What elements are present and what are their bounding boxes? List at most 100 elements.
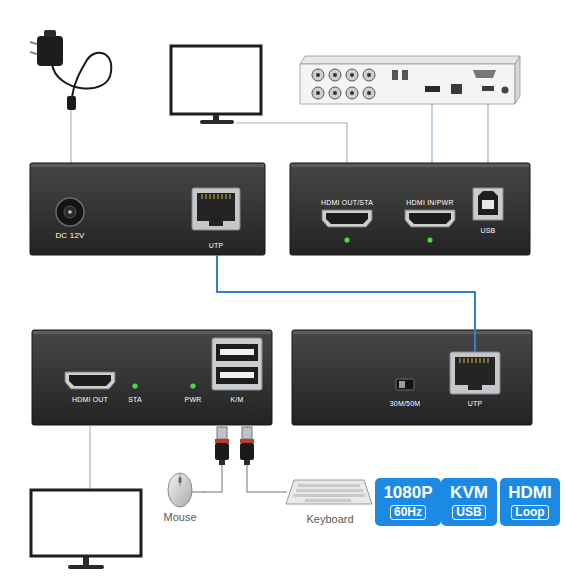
port-label: 30M/50M xyxy=(390,400,421,407)
receiver-panel: 30M/50M UTP xyxy=(292,330,532,425)
dip-switch xyxy=(396,379,414,390)
transmitter-housing xyxy=(30,163,265,255)
rj45-port xyxy=(192,188,240,230)
usb-plug xyxy=(217,427,227,439)
port-label: HDMI IN/PWR xyxy=(406,199,453,206)
hdmi-port xyxy=(326,213,368,224)
keyboard-icon xyxy=(286,480,372,504)
transmitter-panel: HDMI OUT/STAHDMI IN/PWRUSB xyxy=(290,163,530,255)
monitor xyxy=(171,46,261,124)
rj45-port xyxy=(468,385,482,390)
feature-badge: HDMI Loop xyxy=(500,478,560,526)
device-label: Keyboard xyxy=(306,513,353,525)
keyboard-icon xyxy=(293,484,365,502)
rj45-port xyxy=(450,352,500,394)
monitor xyxy=(31,490,141,556)
power-adapter xyxy=(67,96,76,110)
badge-text: KVM xyxy=(450,484,488,501)
hdmi-port xyxy=(322,210,372,227)
port-label: UTP xyxy=(468,400,483,407)
receiver-housing xyxy=(293,331,531,334)
rj45-port xyxy=(487,358,488,363)
usb-plug xyxy=(219,460,225,465)
mouse-device: Mouse xyxy=(157,470,203,524)
usb-a-port xyxy=(220,349,254,355)
transmitter-housing xyxy=(31,164,264,167)
dvr-recorder xyxy=(367,91,371,95)
dvr-recorder xyxy=(333,91,337,95)
dvr-recorder xyxy=(346,87,358,99)
cable-connector xyxy=(217,255,475,330)
device-wire xyxy=(89,426,90,490)
mouse-icon xyxy=(179,477,182,483)
rj45-port xyxy=(217,194,218,199)
badge-text: 1080P xyxy=(383,484,432,501)
network-cable xyxy=(474,330,476,352)
receiver-housing xyxy=(32,330,532,425)
usb-plug xyxy=(240,443,254,460)
badge-text: Loop xyxy=(511,505,548,520)
port-label: DC 12V xyxy=(55,232,84,240)
port-label: PWR xyxy=(185,396,202,403)
dc-jack xyxy=(56,198,84,226)
status-led xyxy=(344,237,349,242)
monitor xyxy=(68,565,104,569)
usb-a-port xyxy=(216,367,258,384)
usb-b-port xyxy=(482,200,494,209)
dvr-recorder xyxy=(333,73,337,77)
mouse-icon xyxy=(168,473,192,507)
rj45-port xyxy=(459,358,460,363)
dvr-recorder xyxy=(367,73,371,77)
hdmi-port xyxy=(409,213,451,224)
rj45-port xyxy=(479,358,480,363)
rj45-port xyxy=(209,221,223,226)
rj45-port xyxy=(463,358,464,363)
dvr-recorder xyxy=(329,87,341,99)
monitor xyxy=(200,120,234,124)
dc-jack xyxy=(64,206,76,218)
monitor xyxy=(171,46,261,114)
dvr-recorder xyxy=(329,69,341,81)
badge-text: HDMI xyxy=(508,484,551,501)
device-wire xyxy=(70,110,71,163)
keyboard-icon xyxy=(305,499,351,502)
receiver-housing xyxy=(33,331,271,334)
hdmi-port xyxy=(65,372,115,389)
feature-badge: 1080P60Hz xyxy=(375,478,441,526)
usb-plug xyxy=(244,460,250,465)
receiver-housing xyxy=(32,330,272,425)
device-label: Mouse xyxy=(163,511,196,523)
network-cable xyxy=(475,330,476,352)
power-adapter xyxy=(30,52,37,54)
port-label: HDMI OUT xyxy=(72,396,108,403)
dvr-recorder xyxy=(316,73,320,77)
rj45-port xyxy=(471,358,472,363)
hdmi-port xyxy=(65,372,115,389)
feature-badge: KVMUSB xyxy=(441,478,497,526)
hdmi-port xyxy=(405,210,455,227)
dip-switch xyxy=(396,379,414,390)
dvr-recorder xyxy=(312,69,375,99)
transmitter-housing xyxy=(291,164,529,167)
dvr-recorder xyxy=(482,86,494,91)
keyboard-icon xyxy=(286,480,372,504)
rj45-port xyxy=(475,358,476,363)
keyboard-icon xyxy=(296,489,363,492)
dvr-recorder xyxy=(515,56,520,104)
dvr-recorder xyxy=(473,70,496,78)
receiver-housing xyxy=(292,330,532,425)
port-label: USB xyxy=(481,227,496,234)
dc-jack xyxy=(68,210,72,214)
dvr-recorder xyxy=(312,69,324,81)
status-led xyxy=(132,383,195,388)
rj45-port xyxy=(197,193,235,221)
usb-b-port xyxy=(478,191,498,215)
status-led xyxy=(427,237,432,242)
usb-b-port xyxy=(473,188,503,220)
dvr-recorder xyxy=(300,56,520,64)
usb-a-port xyxy=(212,338,262,390)
status-led xyxy=(190,383,195,388)
power-adapter xyxy=(37,36,63,66)
keyboard-icon xyxy=(293,494,365,497)
